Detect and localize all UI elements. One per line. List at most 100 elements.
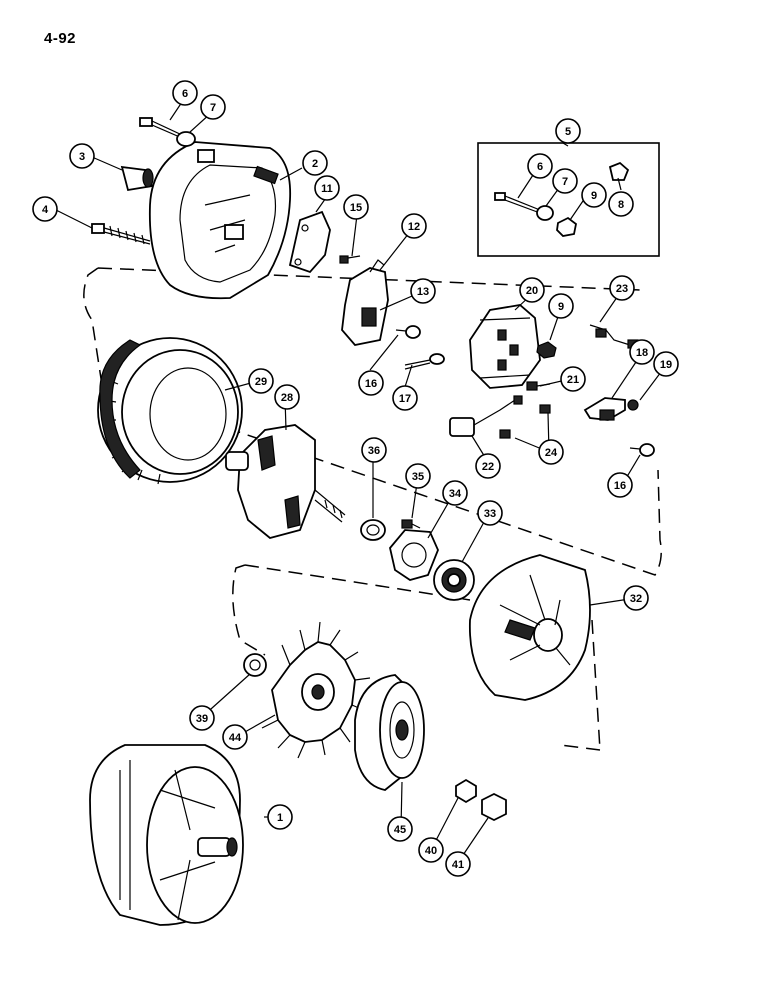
callout-label: 22 xyxy=(482,461,494,473)
callout-circle xyxy=(560,366,586,392)
retainer-plate-34-part xyxy=(389,529,439,581)
callout-c32: 32 xyxy=(623,585,649,611)
callout-circle xyxy=(248,368,274,394)
callout-c22: 22 xyxy=(475,453,501,479)
callout-circle xyxy=(200,94,226,120)
callout-c3: 3 xyxy=(69,143,95,169)
callout-c5: 5 xyxy=(555,118,581,144)
page-number: 4-92 xyxy=(44,30,77,47)
callout-label: 6 xyxy=(537,161,543,173)
callout-circle xyxy=(358,370,384,396)
callout-label: 21 xyxy=(567,374,579,386)
assembly-dash-outline-lower xyxy=(232,564,601,751)
callout-circle xyxy=(442,480,468,506)
callout-c19: 19 xyxy=(653,351,679,377)
callout-label: 3 xyxy=(79,151,85,163)
kit-washer-7-part xyxy=(536,205,554,221)
callout-label: 45 xyxy=(394,824,406,836)
capacitor-22-part xyxy=(449,395,523,437)
screw-15-part xyxy=(339,255,361,264)
callout-circle xyxy=(519,277,545,303)
callout-circle xyxy=(477,500,503,526)
callout-c44: 44 xyxy=(222,724,248,750)
callout-c36: 36 xyxy=(361,437,387,463)
fan-44-part xyxy=(261,621,371,759)
callout-circle xyxy=(629,339,655,365)
callout-c33: 33 xyxy=(477,500,503,526)
callout-circle xyxy=(581,182,607,208)
callout-circle xyxy=(607,472,633,498)
callout-c24: 24 xyxy=(538,439,564,465)
callout-c1: 1 xyxy=(267,804,293,830)
callout-circle xyxy=(653,351,679,377)
callout-circle xyxy=(274,384,300,410)
callout-label: 12 xyxy=(408,221,420,233)
front-housing-32-part xyxy=(468,554,591,701)
bracket-11-part xyxy=(288,210,331,274)
callout-label: 16 xyxy=(365,378,377,390)
callout-label: 40 xyxy=(425,845,437,857)
spacer-39-part xyxy=(243,653,267,677)
callout-label: 16 xyxy=(614,480,626,492)
callout-c9a: 9 xyxy=(581,182,607,208)
callout-label: 2 xyxy=(312,158,318,170)
callout-c23: 23 xyxy=(609,275,635,301)
washer-7-top-part xyxy=(176,131,196,147)
callout-c16b: 16 xyxy=(607,472,633,498)
bearing-33-part xyxy=(433,559,475,601)
callout-c45: 45 xyxy=(387,816,413,842)
callout-c15: 15 xyxy=(343,194,369,220)
screw-17-part xyxy=(404,353,445,370)
screw-16-upper-part xyxy=(395,325,421,339)
nut-9-lower-part xyxy=(536,341,557,359)
callout-c6a: 6 xyxy=(172,80,198,106)
callout-c20: 20 xyxy=(519,277,545,303)
callout-circle xyxy=(302,150,328,176)
callout-circle xyxy=(361,437,387,463)
callout-label: 36 xyxy=(368,445,380,457)
callout-c29: 29 xyxy=(248,368,274,394)
callout-c17: 17 xyxy=(392,385,418,411)
bolt-6-top-part xyxy=(139,117,183,139)
callout-label: 7 xyxy=(210,102,216,114)
callout-circle xyxy=(555,118,581,144)
callout-circle xyxy=(405,463,431,489)
bearing-36-part xyxy=(360,519,386,541)
callout-circle xyxy=(343,194,369,220)
callout-label: 15 xyxy=(350,202,362,214)
callout-label: 17 xyxy=(399,393,411,405)
callout-label: 23 xyxy=(616,283,628,295)
callout-c7b: 7 xyxy=(552,168,578,194)
callout-c4: 4 xyxy=(32,196,58,222)
callout-c41: 41 xyxy=(445,851,471,877)
screw-16-lower-part xyxy=(629,443,655,457)
callout-circle xyxy=(609,275,635,301)
callout-circle xyxy=(548,293,574,319)
callout-label: 9 xyxy=(591,190,597,202)
callout-label: 9 xyxy=(558,301,564,313)
rear-housing-part xyxy=(148,141,292,300)
callout-c9b: 9 xyxy=(548,293,574,319)
callout-c28: 28 xyxy=(274,384,300,410)
terminal-18-part xyxy=(583,397,626,421)
callout-label: 5 xyxy=(565,126,571,138)
callout-c6b: 6 xyxy=(527,153,553,179)
callout-circle xyxy=(392,385,418,411)
callout-label: 34 xyxy=(449,488,462,500)
callout-label: 4 xyxy=(42,204,49,216)
callout-layer: 1234567678991112131516161718192021222324… xyxy=(32,80,679,877)
callout-c16a: 16 xyxy=(358,370,384,396)
callout-label: 41 xyxy=(452,859,464,871)
callout-label: 35 xyxy=(412,471,424,483)
callout-label: 32 xyxy=(630,593,642,605)
callout-circle xyxy=(172,80,198,106)
callout-label: 29 xyxy=(255,376,267,388)
callout-label: 20 xyxy=(526,285,538,297)
callout-c39: 39 xyxy=(189,705,215,731)
callout-c35: 35 xyxy=(405,463,431,489)
callout-circle xyxy=(222,724,248,750)
callout-circle xyxy=(418,837,444,863)
callout-circle xyxy=(314,175,340,201)
bolt-4-part xyxy=(91,223,151,245)
